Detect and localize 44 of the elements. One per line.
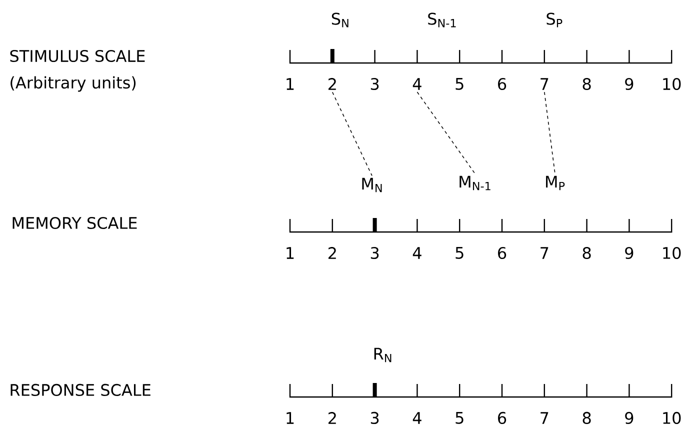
point-label: M$_{N}$ [362,178,382,192]
tick-number: 4 [412,78,422,90]
tick-number: 6 [498,78,506,90]
scale-title: RESPONSE SCALE [10,384,150,396]
tick-number: 6 [498,412,506,424]
tick-number: 1 [286,412,294,424]
tick-number: 5 [456,247,464,259]
tick-number: 2 [328,412,336,424]
point-label: M$_{N-1}$ [460,176,490,190]
tick-number: 7 [540,78,548,90]
tick-number: 1 [286,247,294,259]
point-label: S$_{N}$ [332,12,348,28]
tick-number: 4 [412,412,422,424]
tick-number: 4 [412,247,422,259]
tick-number: 9 [625,412,634,424]
tick-number: 10 [663,412,681,424]
tick-number: 7 [540,412,548,424]
tick-number: 10 [663,78,681,90]
tick-number: 2 [328,78,336,90]
tick-number: 10 [663,246,681,260]
tick-number: 3 [370,412,379,424]
tick-number: 2 [328,247,336,259]
point-label: S$_{N-1}$ [428,12,456,28]
tick-number: 8 [582,246,591,260]
point-label: M$_{P}$ [546,176,565,190]
tick-number: 3 [370,246,379,260]
dashed-line [332,92,372,176]
tick-number: 5 [456,412,464,424]
tick-number: 8 [582,412,591,424]
tick-number: 9 [625,78,634,90]
scale-title: MEMORY SCALE [12,216,137,230]
tick-number: 7 [540,247,548,259]
tick-number: 9 [625,246,634,260]
tick-number: 6 [498,246,506,260]
dashed-line [544,92,556,174]
tick-number: 1 [286,78,294,90]
scale-note: (Arbitrary units) [10,76,136,92]
point-label: S$_{P}$ [546,12,562,28]
dashed-line [416,92,476,174]
point-label: R$_{N}$ [374,348,392,362]
scale-title: STIMULUS SCALE [10,50,145,62]
tick-number: 5 [456,78,464,90]
tick-number: 8 [582,78,591,90]
tick-number: 3 [370,78,379,90]
